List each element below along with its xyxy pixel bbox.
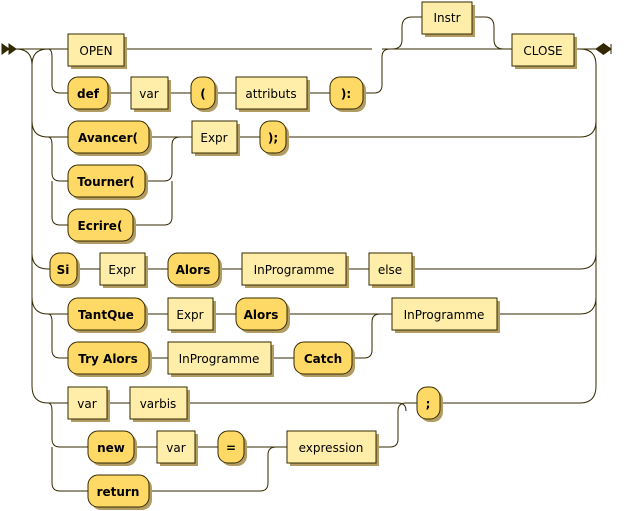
terminal-colon-close-label: ): (341, 87, 351, 101)
terminal-semi-close: ); (259, 120, 289, 156)
nonterminal-expression: expression (286, 430, 379, 466)
nonterminal-instr-label: Instr (433, 11, 460, 25)
terminal-ecrire: Ecrire( (67, 208, 136, 244)
terminal-avancer: Avancer( (67, 120, 152, 156)
terminal-si: Si (49, 252, 80, 288)
nonterminal-expr-call-label: Expr (200, 131, 227, 145)
terminal-equals-label: = (226, 441, 236, 455)
nonterminal-else-label: else (378, 263, 402, 277)
terminal-catch: Catch (293, 341, 355, 377)
nonterminal-var-assign: var (67, 386, 110, 422)
terminal-tantque-label: TantQue (78, 308, 134, 322)
nonterminal-attributs: attributs (235, 76, 310, 112)
nonterminal-var-def: var (130, 76, 171, 112)
terminal-avancer-label: Avancer( (78, 131, 138, 145)
nonterminal-close: CLOSE (511, 33, 577, 69)
nonterminal-close-label: CLOSE (523, 44, 562, 58)
terminal-paren-open: ( (190, 76, 218, 112)
nonterminal-inprogramme-loop-label: InProgramme (404, 308, 485, 322)
terminal-alors-tantque: Alors (235, 297, 290, 333)
terminal-tourner: Tourner( (67, 164, 148, 200)
terminal-alors-si: Alors (167, 252, 222, 288)
terminal-new-label: new (97, 441, 125, 455)
terminal-try-alors-label: Try Alors (78, 352, 138, 366)
nonterminal-open-label: OPEN (79, 44, 112, 58)
terminal-si-label: Si (57, 263, 70, 277)
nonterminal-expr-call: Expr (191, 120, 240, 156)
nonterminal-open: OPEN (67, 33, 127, 69)
start-marker (1, 43, 17, 55)
terminal-return-label: return (97, 485, 140, 499)
terminal-alors-tantque-label: Alors (244, 308, 279, 322)
nonterminal-attributs-label: attributs (245, 87, 296, 101)
terminal-try-alors: Try Alors (67, 341, 152, 377)
nonterminal-inprogramme-try: InProgramme (167, 341, 274, 377)
terminal-def: def (67, 76, 111, 112)
nonterminal-instr: Instr (421, 1, 475, 37)
nonterminal-inprogramme-loop: InProgramme (391, 297, 500, 333)
nonterminal-inprogramme-try-label: InProgramme (179, 352, 260, 366)
nonterminal-expr-si: Expr (99, 252, 148, 288)
terminal-semi-close-label: ); (268, 131, 278, 145)
nonterminal-expression-label: expression (299, 441, 364, 455)
terminal-alors-si-label: Alors (176, 263, 211, 277)
nonterminal-inprogramme-si-label: InProgramme (254, 263, 335, 277)
terminal-paren-open-label: ( (200, 87, 205, 101)
terminal-new: new (87, 430, 137, 466)
terminal-ecrire-label: Ecrire( (78, 219, 123, 233)
rail-lines (15, 16, 597, 492)
nonterminal-var-assign-label: var (77, 397, 96, 411)
nonterminal-expr-tantque: Expr (167, 297, 216, 333)
nonterminal-varbis: varbis (129, 386, 190, 422)
nonterminal-varbis-label: varbis (140, 397, 177, 411)
nonterminal-var-new: var (156, 430, 198, 466)
terminal-colon-close: ): (329, 76, 366, 112)
terminal-semicolon-label: ; (426, 397, 431, 411)
terminal-tourner-label: Tourner( (77, 175, 134, 189)
terminal-tantque: TantQue (67, 297, 148, 333)
nonterminal-expr-tantque-label: Expr (176, 308, 203, 322)
terminal-return: return (87, 474, 152, 510)
terminal-catch-label: Catch (304, 352, 342, 366)
end-marker (595, 43, 612, 55)
nonterminal-var-def-label: var (139, 87, 158, 101)
nonterminal-else: else (368, 252, 415, 288)
terminal-equals: = (217, 430, 247, 466)
nonterminal-expr-si-label: Expr (108, 263, 135, 277)
nonterminal-inprogramme-si: InProgramme (241, 252, 349, 288)
nonterminal-var-new-label: var (166, 441, 185, 455)
terminal-def-label: def (77, 87, 100, 101)
terminal-semicolon: ; (416, 386, 443, 422)
